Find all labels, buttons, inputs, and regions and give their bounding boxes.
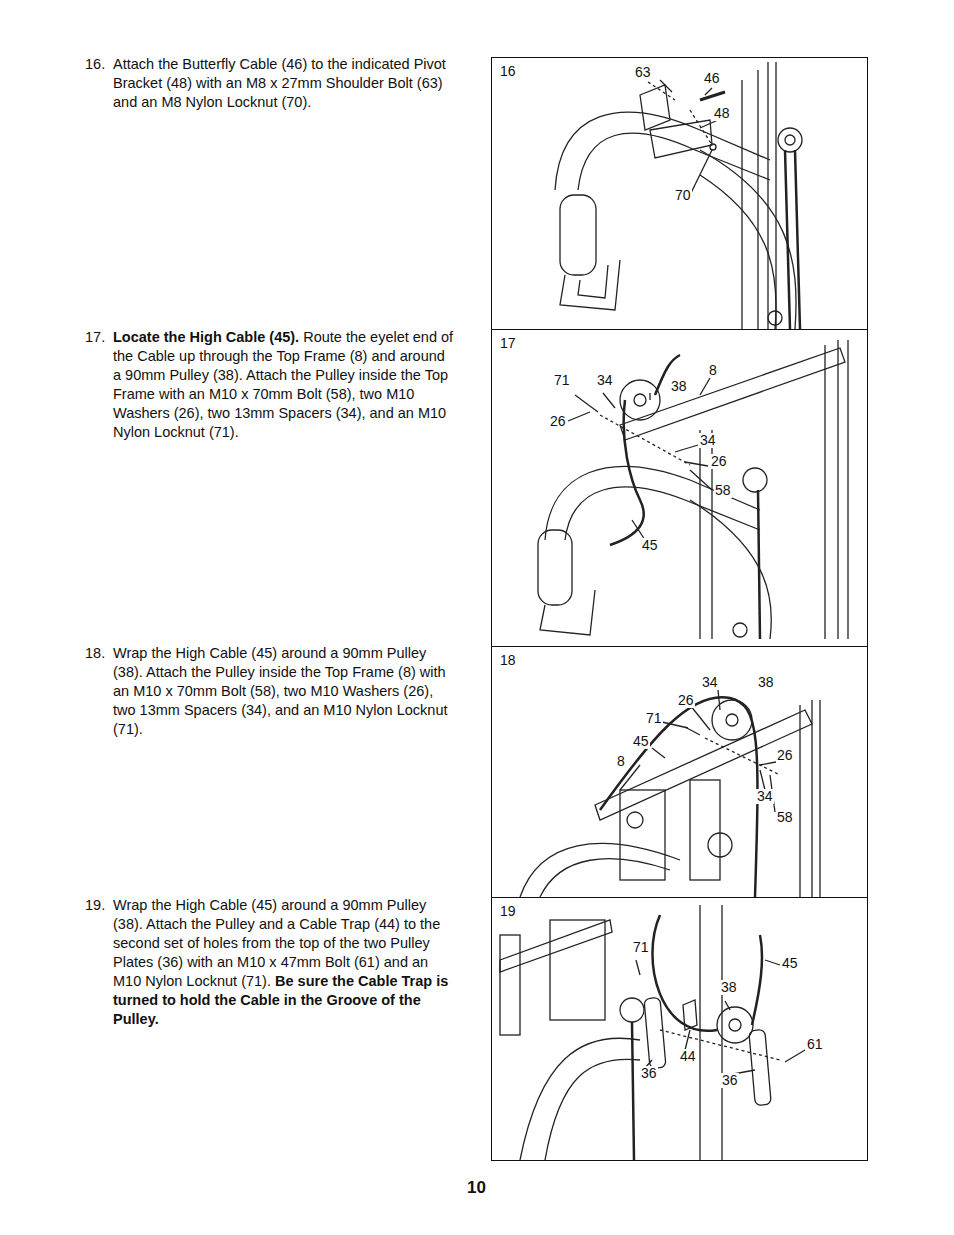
callout-number: 36 xyxy=(640,1066,658,1081)
step-16-illustration xyxy=(555,62,802,329)
callout-number: 34 xyxy=(756,789,774,804)
step-number: 19. xyxy=(85,896,105,915)
callout-number: 34 xyxy=(701,675,719,690)
callout-number: 34 xyxy=(699,433,717,448)
callout-number: 26 xyxy=(710,454,728,469)
callout-number: 38 xyxy=(670,379,688,394)
callout-number: 45 xyxy=(641,538,659,553)
callout-number: 58 xyxy=(776,810,794,825)
step-panel: 17 xyxy=(491,329,868,647)
callout-number: 34 xyxy=(596,373,614,388)
instruction-text: Wrap the High Cable (45) around a 90mm P… xyxy=(113,645,447,737)
callout-number: 26 xyxy=(677,693,695,708)
instruction-text: Route the eyelet end of the Cable up thr… xyxy=(113,329,453,440)
callout-number: 8 xyxy=(616,754,626,769)
callout-number: 71 xyxy=(645,711,663,726)
callout-number: 48 xyxy=(713,106,731,121)
step-number: 18 xyxy=(500,652,516,668)
callout-number: 8 xyxy=(708,363,718,378)
step-number: 17 xyxy=(500,335,516,351)
callout-number: 63 xyxy=(634,65,652,80)
instruction-text: Locate the High Cable (45). Route the ey… xyxy=(113,328,455,442)
step-number: 19 xyxy=(500,903,516,919)
callout-number: 38 xyxy=(757,675,775,690)
callout-number: 61 xyxy=(806,1037,824,1052)
callout-number: 45 xyxy=(632,734,650,749)
callout-number: 45 xyxy=(781,956,799,971)
instruction-step: 17. Locate the High Cable (45). Route the… xyxy=(85,328,455,442)
step-18-illustration xyxy=(520,690,820,897)
callout-number: 46 xyxy=(703,71,721,86)
callout-number: 26 xyxy=(776,748,794,763)
step-number: 16 xyxy=(500,63,516,79)
step-number: 16. xyxy=(85,55,105,74)
callout-number: 71 xyxy=(632,940,650,955)
instruction-step: 18. Wrap the High Cable (45) around a 90m… xyxy=(85,644,455,739)
step-panel: 18 xyxy=(491,646,868,898)
instruction-text: Locate the High Cable (45). xyxy=(113,329,299,345)
step-number: 17. xyxy=(85,328,105,347)
step-number: 18. xyxy=(85,644,105,663)
instruction-text: Attach the Butterfly Cable (46) to the i… xyxy=(113,55,455,112)
callout-number: 70 xyxy=(674,188,692,203)
step-17-illustration xyxy=(538,340,848,639)
callout-number: 58 xyxy=(714,483,732,498)
step-19-illustration xyxy=(500,905,805,1160)
step-panel: 19 xyxy=(491,897,868,1161)
instruction-step: 16. Attach the Butterfly Cable (46) to th… xyxy=(85,55,455,112)
callout-number: 44 xyxy=(679,1049,697,1064)
instruction-text: Attach the Butterfly Cable (46) to the i… xyxy=(113,56,446,110)
instruction-step: 19. Wrap the High Cable (45) around a 90m… xyxy=(85,896,455,1029)
callout-number: 71 xyxy=(553,373,571,388)
instruction-text: Wrap the High Cable (45) around a 90mm P… xyxy=(113,896,455,1029)
callout-number: 36 xyxy=(721,1073,739,1088)
callout-number: 38 xyxy=(720,980,738,995)
instruction-text: Wrap the High Cable (45) around a 90mm P… xyxy=(113,644,455,739)
page-number: 10 xyxy=(467,1178,486,1198)
callout-number: 26 xyxy=(549,414,567,429)
